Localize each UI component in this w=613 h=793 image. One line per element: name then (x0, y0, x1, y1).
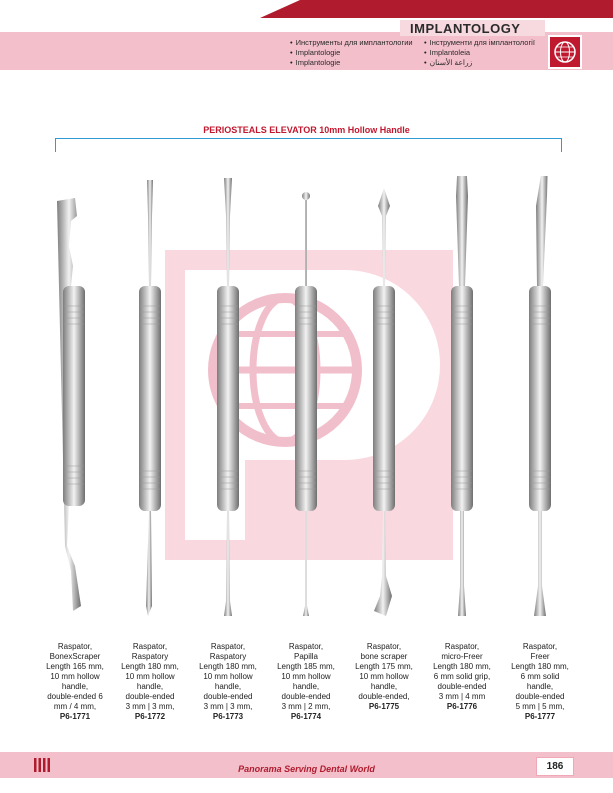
page-title: IMPLANTOLOGY (410, 21, 521, 36)
instrument-image-P6-1772 (139, 180, 161, 616)
page-number: 186 (536, 757, 574, 776)
language-item: •Инструменты для имплантологии (290, 38, 413, 47)
product-code: P6-1772 (134, 712, 166, 721)
bullet-icon: • (290, 38, 293, 47)
product-code: P6-1777 (524, 712, 556, 721)
product-code: P6-1776 (446, 702, 478, 711)
instrument-image-P6-1775 (373, 188, 395, 616)
language-list-left: •Инструменты для имплантологии •Implanto… (290, 38, 413, 68)
instrument-image-P6-1777 (529, 176, 551, 616)
instrument-image-P6-1771 (57, 198, 85, 611)
bullet-icon: • (290, 58, 293, 67)
instrument-image-P6-1773 (217, 178, 239, 616)
bullet-icon: • (424, 58, 427, 67)
footer-bars-icon (34, 758, 50, 772)
header-band (0, 32, 613, 70)
language-item: •Інструменти для імплантології (424, 38, 535, 47)
product-code: P6-1775 (368, 702, 400, 711)
language-item: •Implantologie (290, 58, 341, 67)
product-code: P6-1774 (290, 712, 322, 721)
language-item: •Implantologie (290, 48, 341, 57)
language-list-right: •Інструменти для імплантології •Implanto… (424, 38, 535, 68)
brand-logo-icon (548, 35, 582, 69)
bullet-icon: • (424, 48, 427, 57)
language-item: •Implantoleia (424, 48, 471, 57)
instrument-image-P6-1774 (295, 192, 317, 616)
top-red-stripe (260, 0, 613, 18)
bullet-icon: • (424, 38, 427, 47)
language-item: •زراعة الأسنان (424, 58, 473, 67)
product-code: P6-1773 (212, 712, 244, 721)
instrument-image-P6-1776 (451, 176, 473, 616)
product-code: P6-1771 (59, 712, 91, 721)
footer-slogan: Panorama Serving Dental World (238, 764, 375, 774)
title-background (400, 20, 545, 36)
footer-band (0, 752, 613, 778)
bullet-icon: • (290, 48, 293, 57)
group-bracket (55, 138, 562, 152)
section-title: PERIOSTEALS ELEVATOR 10mm Hollow Handle (203, 125, 410, 135)
